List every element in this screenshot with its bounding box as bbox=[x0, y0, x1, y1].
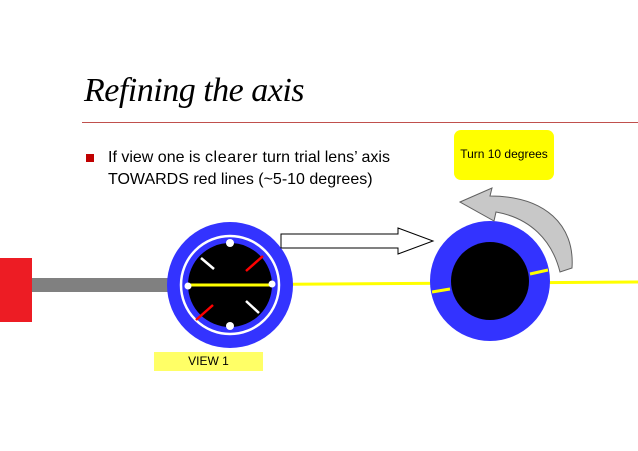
bullet-line1-start: If view one is bbox=[108, 149, 205, 166]
white-mark-line bbox=[245, 300, 260, 314]
turn-callout: Turn 10 degrees bbox=[454, 130, 554, 180]
white-dot bbox=[226, 239, 234, 247]
curved-rotation-arrow-icon bbox=[458, 187, 573, 273]
white-dot bbox=[268, 280, 276, 288]
red-line bbox=[245, 255, 264, 272]
lens-view-2 bbox=[430, 221, 550, 341]
rotated-axis-mark bbox=[431, 287, 451, 294]
trial-frame-block bbox=[0, 258, 32, 322]
square-bullet-icon bbox=[86, 154, 94, 162]
white-mark-line bbox=[200, 257, 215, 270]
lens-view-1 bbox=[167, 222, 293, 348]
bullet-line2: TOWARDS red lines (~5-10 degrees) bbox=[108, 171, 373, 188]
slide-title: Refining the axis bbox=[84, 72, 305, 109]
bullet-line1-end: turn trial lens’ axis bbox=[258, 149, 390, 166]
rotated-axis-mark bbox=[529, 268, 549, 276]
white-dot bbox=[184, 282, 192, 290]
lens-white-ring bbox=[179, 234, 281, 336]
view-1-label: VIEW 1 bbox=[154, 352, 263, 371]
outline-right-arrow-icon bbox=[280, 227, 435, 255]
bullet-text: If view one is clearer turn trial lens’ … bbox=[108, 147, 448, 191]
bullet-line1-emphasis: clearer bbox=[204, 149, 259, 166]
red-line bbox=[195, 304, 214, 321]
pupil bbox=[451, 242, 529, 320]
title-divider bbox=[82, 122, 638, 123]
white-dot bbox=[226, 322, 234, 330]
lens-holder-bar bbox=[32, 278, 200, 292]
